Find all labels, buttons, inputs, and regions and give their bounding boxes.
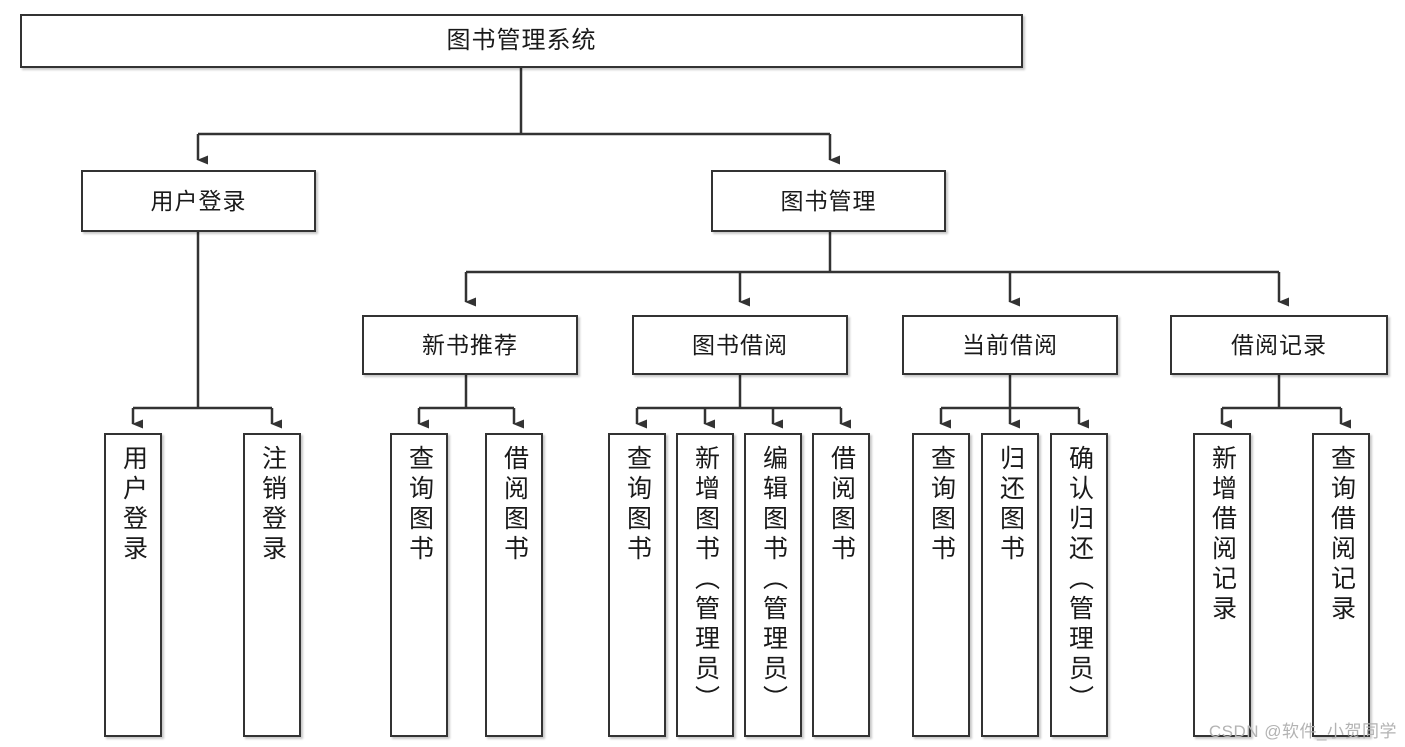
node-leaf-edit-book[interactable]: 编辑图书（管理员）	[744, 433, 802, 737]
node-leaf-return-book-label: 归还图书	[996, 445, 1025, 565]
node-leaf-user-login[interactable]: 用户登录	[104, 433, 162, 737]
node-leaf-query-book-3[interactable]: 查询图书	[912, 433, 970, 737]
node-borrow-record[interactable]: 借阅记录	[1170, 315, 1388, 375]
node-current-borrow-label: 当前借阅	[962, 331, 1058, 358]
node-leaf-query-record-label: 查询借阅记录	[1327, 445, 1356, 625]
watermark: CSDN @软件_小贺同学	[1208, 722, 1397, 741]
node-leaf-confirm-return[interactable]: 确认归还（管理员）	[1050, 433, 1108, 737]
node-book-borrow[interactable]: 图书借阅	[632, 315, 848, 375]
node-leaf-add-book[interactable]: 新增图书（管理员）	[676, 433, 734, 737]
node-book-manage[interactable]: 图书管理	[711, 170, 946, 232]
node-book-borrow-label: 图书借阅	[692, 331, 788, 358]
node-leaf-query-book-2-label: 查询图书	[623, 445, 652, 565]
node-leaf-query-book-1[interactable]: 查询图书	[390, 433, 448, 737]
node-borrow-record-label: 借阅记录	[1231, 331, 1327, 358]
node-leaf-confirm-return-label: 确认归还（管理员）	[1065, 445, 1094, 715]
node-leaf-borrow-book-2-label: 借阅图书	[827, 445, 856, 565]
node-leaf-user-logout[interactable]: 注销登录	[243, 433, 301, 737]
node-leaf-user-logout-label: 注销登录	[258, 445, 287, 565]
node-leaf-query-book-3-label: 查询图书	[927, 445, 956, 565]
node-leaf-borrow-book-1-label: 借阅图书	[500, 445, 529, 565]
node-user-login[interactable]: 用户登录	[81, 170, 316, 232]
node-leaf-return-book[interactable]: 归还图书	[981, 433, 1039, 737]
node-leaf-query-book-2[interactable]: 查询图书	[608, 433, 666, 737]
node-root-label: 图书管理系统	[446, 27, 597, 55]
node-leaf-edit-book-label: 编辑图书（管理员）	[759, 445, 788, 715]
node-leaf-borrow-book-2[interactable]: 借阅图书	[812, 433, 870, 737]
node-book-manage-label: 图书管理	[780, 187, 877, 214]
node-leaf-query-book-1-label: 查询图书	[405, 445, 434, 565]
node-current-borrow[interactable]: 当前借阅	[902, 315, 1118, 375]
node-new-book-recommend[interactable]: 新书推荐	[362, 315, 578, 375]
node-leaf-add-record-label: 新增借阅记录	[1208, 445, 1237, 625]
node-root[interactable]: 图书管理系统	[20, 14, 1023, 68]
node-leaf-user-login-label: 用户登录	[119, 445, 148, 565]
node-leaf-add-book-label: 新增图书（管理员）	[691, 445, 720, 715]
node-user-login-label: 用户登录	[150, 187, 247, 214]
node-leaf-query-record[interactable]: 查询借阅记录	[1312, 433, 1370, 737]
node-new-book-recommend-label: 新书推荐	[422, 331, 518, 358]
node-leaf-borrow-book-1[interactable]: 借阅图书	[485, 433, 543, 737]
node-leaf-add-record[interactable]: 新增借阅记录	[1193, 433, 1251, 737]
